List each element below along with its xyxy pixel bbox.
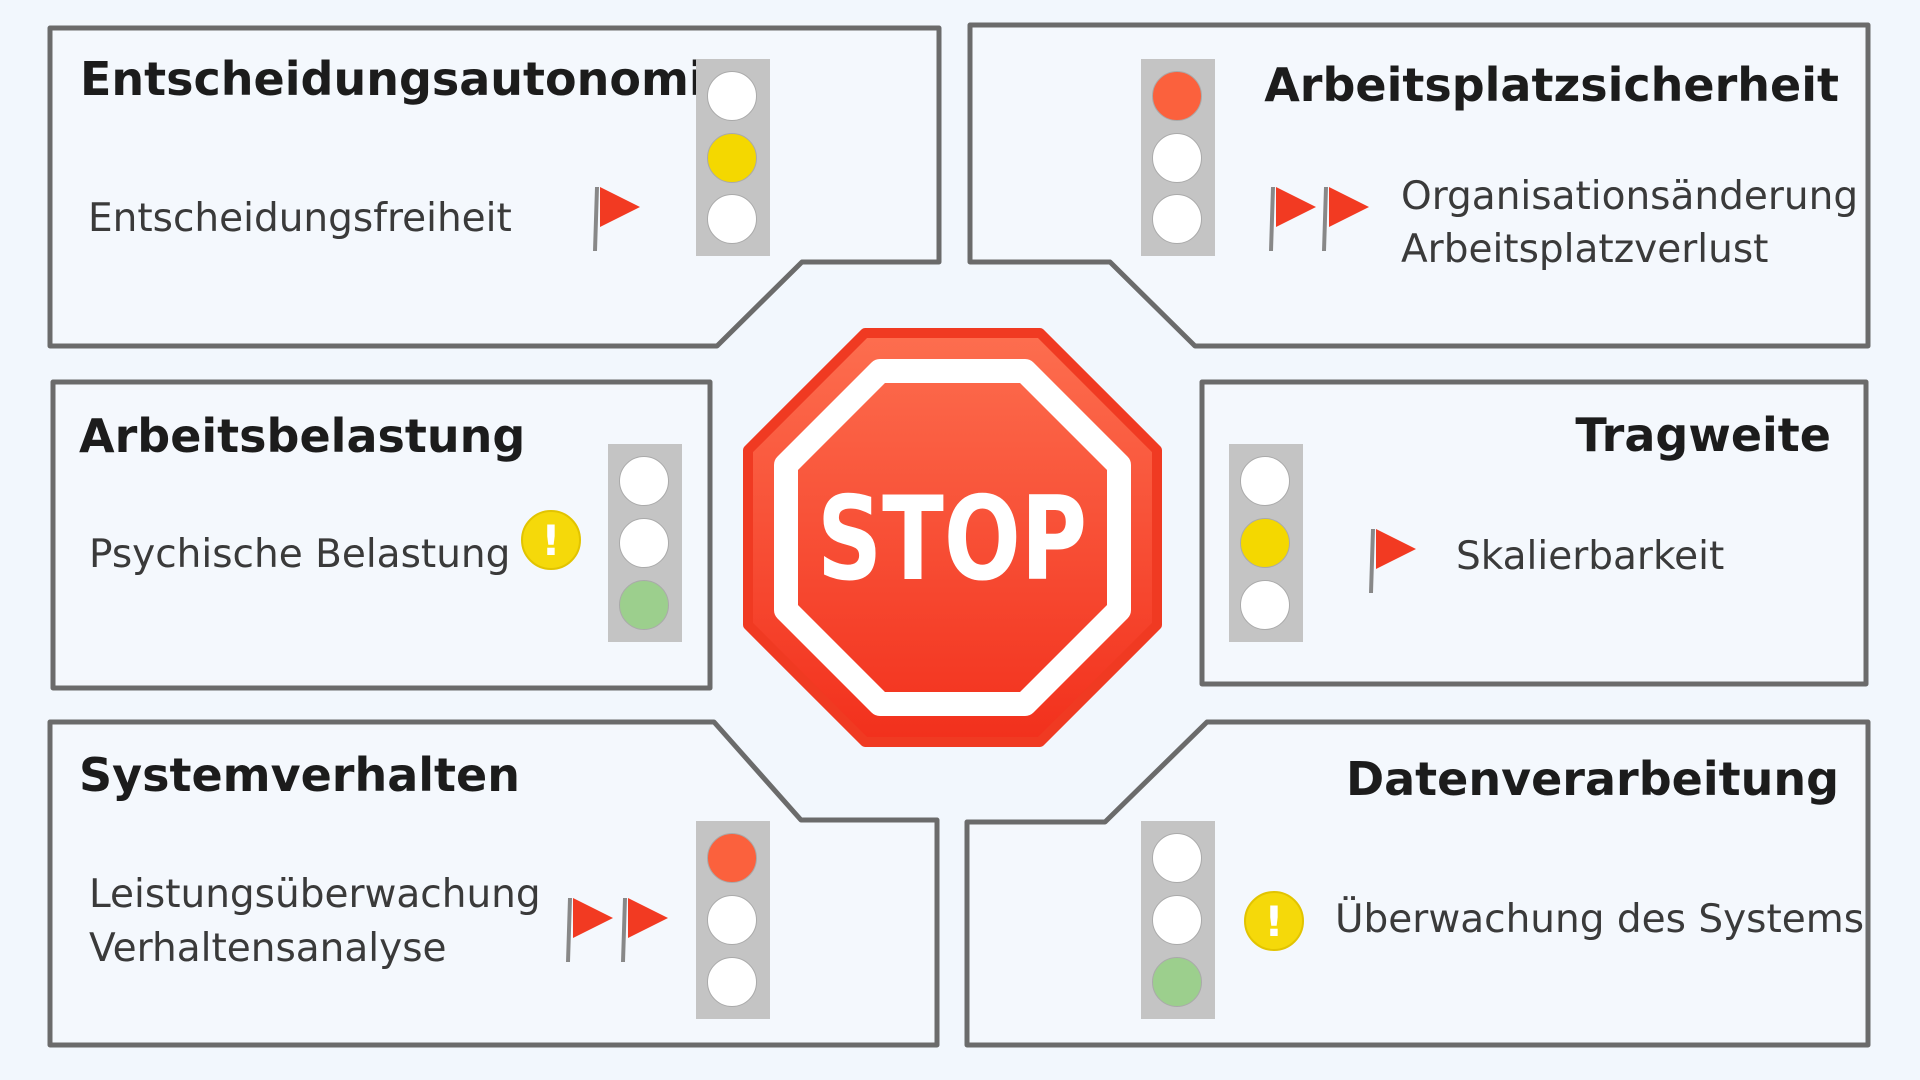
warning-icon: !	[521, 510, 581, 570]
panel-title-arbeitsplatzsicherheit: Arbeitsplatzsicherheit	[1264, 58, 1839, 112]
lamp-red	[1152, 70, 1202, 121]
flag-icon	[566, 897, 613, 963]
traffic-light-tragweite	[1229, 444, 1303, 642]
lamp-red	[619, 456, 669, 506]
lamp-red	[1152, 833, 1202, 883]
lamp-green	[1152, 957, 1202, 1007]
lamp-yellow	[619, 518, 669, 568]
traffic-light-arbeitsplatzsicherheit	[1141, 59, 1215, 256]
lamp-green	[1240, 580, 1290, 630]
warning-symbol: !	[541, 516, 560, 565]
flag-icon	[1269, 186, 1316, 252]
lamp-green	[1152, 194, 1202, 245]
panel-title-tragweite: Tragweite	[1575, 408, 1831, 462]
item-organisationsaenderung: Organisationsänderung	[1401, 174, 1859, 219]
warning-symbol: !	[1264, 897, 1283, 946]
lamp-green	[619, 580, 669, 630]
item-arbeitsplatzverlust: Arbeitsplatzverlust	[1401, 227, 1769, 272]
warning-icon: !	[1244, 891, 1304, 951]
stop-sign-text: STOP	[817, 472, 1087, 607]
flag-icon	[593, 186, 640, 252]
lamp-yellow	[1152, 132, 1202, 183]
lamp-red	[707, 70, 757, 121]
panel-title-arbeitsbelastung: Arbeitsbelastung	[79, 409, 526, 463]
traffic-light-entscheidungsautonomie	[696, 59, 770, 256]
lamp-green	[707, 194, 757, 245]
panel-frame-arbeitsbelastung	[50, 379, 713, 691]
traffic-light-arbeitsbelastung	[608, 444, 682, 642]
panel-title-entscheidungsautonomie: Entscheidungsautonomie	[80, 52, 736, 106]
traffic-light-systemverhalten	[696, 821, 770, 1019]
panel-title-datenverarbeitung: Datenverarbeitung	[1345, 752, 1839, 806]
stop-sign-icon: STOP	[743, 328, 1162, 747]
item-verhaltensanalyse: Verhaltensanalyse	[89, 926, 447, 971]
flag-icon	[621, 897, 668, 963]
item-skalierbarkeit: Skalierbarkeit	[1456, 534, 1725, 579]
item-ueberwachung-des-systems: Überwachung des Systems	[1335, 897, 1865, 942]
item-leistungsueberwachung: Leistungsüberwachung	[89, 872, 541, 917]
traffic-light-datenverarbeitung	[1141, 821, 1215, 1019]
lamp-yellow	[707, 132, 757, 183]
panel-frame-tragweite	[1199, 379, 1869, 687]
lamp-yellow	[707, 895, 757, 945]
lamp-yellow	[1240, 518, 1290, 568]
flag-icon	[1322, 186, 1369, 252]
flag-icon	[1369, 528, 1416, 594]
lamp-green	[707, 957, 757, 1007]
item-psychische-belastung: Psychische Belastung	[89, 532, 511, 577]
lamp-yellow	[1152, 895, 1202, 945]
lamp-red	[707, 833, 757, 883]
panel-title-systemverhalten: Systemverhalten	[79, 748, 520, 802]
item-entscheidungsfreiheit: Entscheidungsfreiheit	[88, 196, 512, 241]
lamp-red	[1240, 456, 1290, 506]
